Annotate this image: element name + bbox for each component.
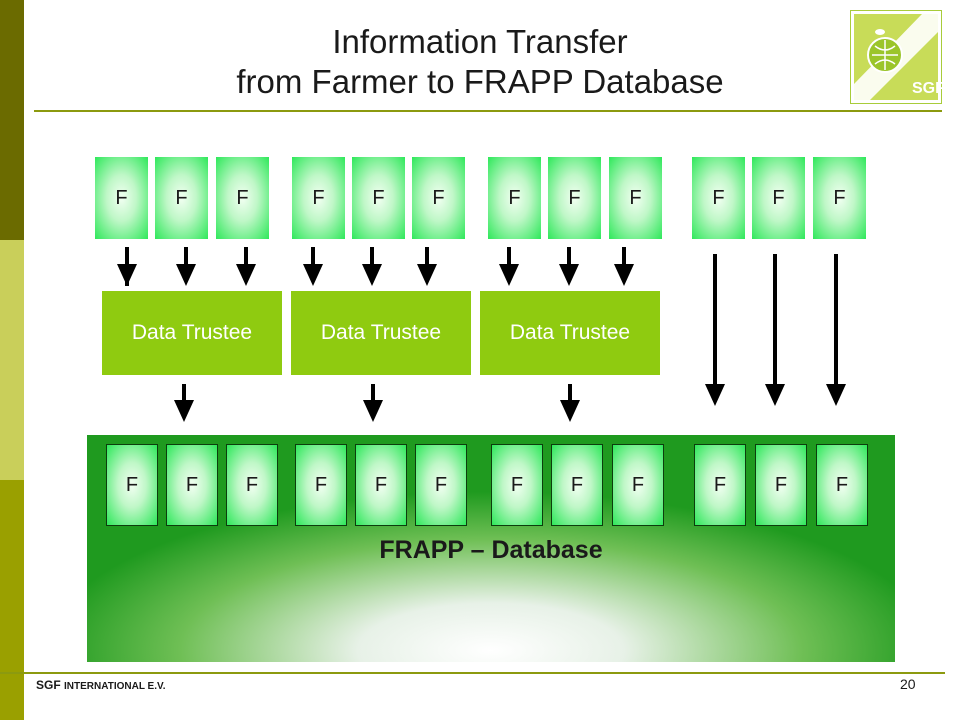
farmer-box-database: F (694, 444, 746, 526)
farmer-box-top: F (813, 157, 866, 239)
farmer-box-database: F (226, 444, 278, 526)
arrow-head (362, 264, 382, 286)
farmer-box-database: F (166, 444, 218, 526)
database-label: FRAPP – Database (379, 536, 603, 564)
arrow-head (176, 264, 196, 286)
farmer-box-database: F (816, 444, 868, 526)
farmer-box-top: F (752, 157, 805, 239)
title-line-1: Information Transfer (332, 23, 628, 60)
arrow-head (765, 384, 785, 406)
farmer-box-top: F (412, 157, 465, 239)
data-trustee-box: Data Trustee (480, 291, 660, 375)
arrow-head (117, 264, 137, 286)
farmer-box-top: F (488, 157, 541, 239)
farmer-box-top: F (216, 157, 269, 239)
arrow-head (174, 400, 194, 422)
arrow-head (614, 264, 634, 286)
arrow-head (560, 400, 580, 422)
footer-org-main: SGF (36, 678, 65, 692)
page-title: Information Transfer from Farmer to FRAP… (140, 22, 820, 102)
farmer-box-database: F (355, 444, 407, 526)
footer-organization: SGF INTERNATIONAL E.V. (36, 678, 166, 692)
farmer-box-database: F (106, 444, 158, 526)
data-trustee-box: Data Trustee (102, 291, 282, 375)
arrow-head (303, 264, 323, 286)
farmer-box-top: F (548, 157, 601, 239)
farmer-box-top: F (95, 157, 148, 239)
farmer-box-top: F (292, 157, 345, 239)
page-number: 20 (900, 676, 916, 692)
footer-rule (0, 672, 945, 674)
footer-org-small: INTERNATIONAL E.V. (64, 681, 166, 692)
farmer-box-database: F (551, 444, 603, 526)
farmer-box-top: F (609, 157, 662, 239)
arrow-head (363, 400, 383, 422)
title-line-2: from Farmer to FRAPP Database (236, 63, 724, 100)
svg-text:SGF: SGF (912, 80, 942, 97)
farmer-box-database: F (295, 444, 347, 526)
farmer-box-database: F (415, 444, 467, 526)
arrow-head (417, 264, 437, 286)
arrow-head (499, 264, 519, 286)
farmer-box-database: F (491, 444, 543, 526)
arrow-head (705, 384, 725, 406)
sgf-logo-icon: SGF (849, 9, 945, 105)
arrow-head (559, 264, 579, 286)
sidebar-stripe-middle (0, 240, 24, 480)
data-trustee-box: Data Trustee (291, 291, 471, 375)
farmer-box-database: F (612, 444, 664, 526)
farmer-box-top: F (692, 157, 745, 239)
farmer-box-database: F (755, 444, 807, 526)
arrow-head (236, 264, 256, 286)
sidebar-stripe-top (0, 0, 24, 240)
arrow-head (826, 384, 846, 406)
title-underline (34, 110, 942, 112)
farmer-box-top: F (155, 157, 208, 239)
farmer-box-top: F (352, 157, 405, 239)
sidebar-stripe-bottom (0, 480, 24, 720)
